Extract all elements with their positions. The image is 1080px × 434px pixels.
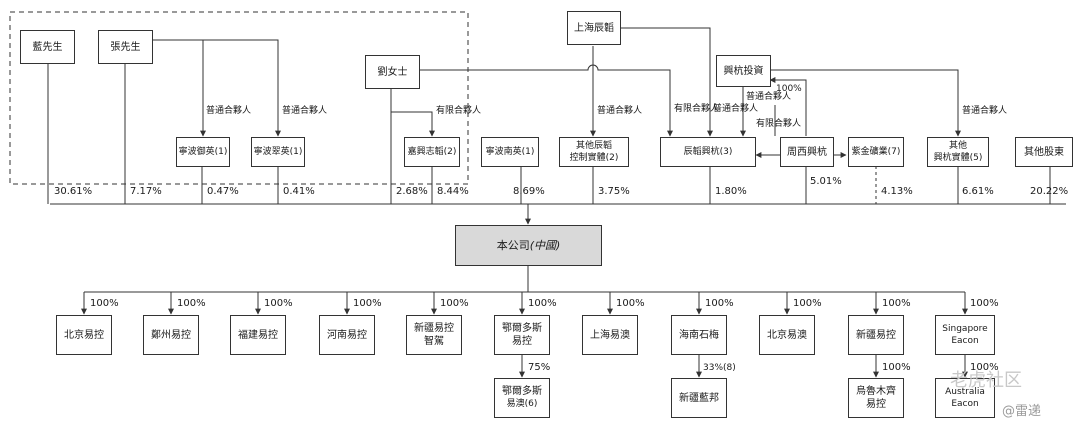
shareholder-mr-lan: 藍先生 bbox=[20, 30, 75, 64]
pct-sub-xinjiang-lanbang: 33%(8) bbox=[703, 363, 736, 373]
role-lp-chenrui-xinghang: 有限合夥人 bbox=[674, 104, 720, 114]
role-gp-chenrui-xinghang: 普通合夥人 bbox=[713, 104, 759, 114]
entity-other-chenrui: 其他辰韜控制實體(2) bbox=[559, 137, 629, 167]
entity-other-holders: 其他股東 bbox=[1015, 137, 1073, 167]
pct-other-xinghang: 6.61% bbox=[962, 186, 994, 197]
entity-ningbo-nanying: 寧波南英(1) bbox=[481, 137, 539, 167]
pct-other-chenrui: 3.75% bbox=[598, 186, 630, 197]
pct-ningbo-yuying: 0.47% bbox=[207, 186, 239, 197]
pct-sub-ordos-yikong: 100% bbox=[528, 298, 557, 309]
founder-group-border bbox=[9, 11, 469, 185]
pct-zhouxi-xinghang: 5.01% bbox=[810, 176, 842, 187]
pct-jiaxing-zhirui: 8.44% bbox=[437, 186, 469, 197]
entity-xinghang-invest: 興杭投資 bbox=[716, 55, 771, 87]
entity-jiaxing-zhirui: 嘉興志韜(2) bbox=[404, 137, 460, 167]
pct-sub-shanghai-yi: 100% bbox=[616, 298, 645, 309]
sub-beijing-yi: 北京易澳 bbox=[759, 315, 815, 355]
role-gp-jingying: 普通合夥人 bbox=[282, 106, 328, 116]
entity-shanghai-chenrui: 上海辰韜 bbox=[567, 11, 621, 45]
pct-sub-urumqi-yikong: 100% bbox=[882, 362, 911, 373]
pct-sub-beijing-yi: 100% bbox=[793, 298, 822, 309]
pct-chenrui-xinghang: 1.80% bbox=[715, 186, 747, 197]
role-gp-other-xinghang: 普通合夥人 bbox=[962, 106, 1008, 116]
pct-other-holders: 20.22% bbox=[1030, 186, 1069, 197]
entity-ziquan-mining: 紫金礦業(7) bbox=[848, 137, 904, 167]
sub-hainan-shimei: 海南石梅 bbox=[671, 315, 727, 355]
pct-ziquan-mining: 4.13% bbox=[881, 186, 913, 197]
shareholder-ms-liu: 劉女士 bbox=[365, 55, 420, 89]
role-gp-other-chenrui: 普通合夥人 bbox=[597, 106, 643, 116]
company-box: 本公司(中國) bbox=[455, 225, 602, 266]
entity-zhouxi-xinghang: 周西興杭 bbox=[780, 137, 834, 167]
role-lp-jiaxing: 有限合夥人 bbox=[436, 106, 482, 116]
pct-mr-zhang: 7.17% bbox=[130, 186, 162, 197]
sub-shanghai-yi: 上海易澳 bbox=[582, 315, 638, 355]
sub-beijing-yikong: 北京易控 bbox=[56, 315, 112, 355]
pct-sub-fujian-yikong: 100% bbox=[264, 298, 293, 309]
watermark-logo-text: 老虎社区 bbox=[950, 370, 1022, 391]
pct-sub-hainan-shimei: 100% bbox=[705, 298, 734, 309]
sub-xinjiang-yikong: 新疆易控 bbox=[848, 315, 904, 355]
entity-other-xinghang: 其他興杭實體(5) bbox=[927, 137, 989, 167]
watermark-handle: @雷递 bbox=[1002, 404, 1042, 419]
role-hundred-zhouxi: 100% bbox=[776, 84, 802, 94]
pct-ms-liu: 2.68% bbox=[396, 186, 428, 197]
role-gp-yuying: 普通合夥人 bbox=[206, 106, 252, 116]
sub-zhengzhou-yikong: 鄭州易控 bbox=[143, 315, 199, 355]
sub-ordos-yi: 鄂爾多斯易澳(6) bbox=[494, 378, 550, 418]
pct-ningbo-jingying: 0.41% bbox=[283, 186, 315, 197]
entity-chenrui-xinghang: 辰韜興杭(3) bbox=[660, 137, 756, 167]
sub-fujian-yikong: 福建易控 bbox=[230, 315, 286, 355]
pct-sub-australia-eacon: 100% bbox=[970, 362, 999, 373]
sub-xinjiang-zhijia: 新疆易控智駕 bbox=[406, 315, 462, 355]
pct-sub-xinjiang-yikong: 100% bbox=[882, 298, 911, 309]
entity-ningbo-jingying: 寧波翠英(1) bbox=[251, 137, 305, 167]
sub-xinjiang-lanbang: 新疆藍邦 bbox=[671, 378, 727, 418]
pct-sub-beijing-yikong: 100% bbox=[90, 298, 119, 309]
sub-henan-yikong: 河南易控 bbox=[319, 315, 375, 355]
pct-mr-lan: 30.61% bbox=[54, 186, 93, 197]
pct-sub-xinjiang-zhijia: 100% bbox=[440, 298, 469, 309]
entity-ningbo-yuying: 寧波御英(1) bbox=[176, 137, 230, 167]
shareholder-mr-zhang: 張先生 bbox=[98, 30, 153, 64]
pct-sub-zhengzhou-yikong: 100% bbox=[177, 298, 206, 309]
role-gp-xinghang-invest: 普通合夥人 bbox=[746, 92, 792, 102]
pct-ningbo-nanying: 8.69% bbox=[513, 186, 545, 197]
sub-ordos-yikong: 鄂爾多斯易控 bbox=[494, 315, 550, 355]
pct-sub-singapore-eacon: 100% bbox=[970, 298, 999, 309]
pct-sub-ordos-yi: 75% bbox=[528, 362, 551, 373]
pct-sub-henan-yikong: 100% bbox=[353, 298, 382, 309]
role-lp-zhouxi: 有限合夥人 bbox=[756, 119, 802, 129]
sub-urumqi-yikong: 烏魯木齊易控 bbox=[848, 378, 904, 418]
